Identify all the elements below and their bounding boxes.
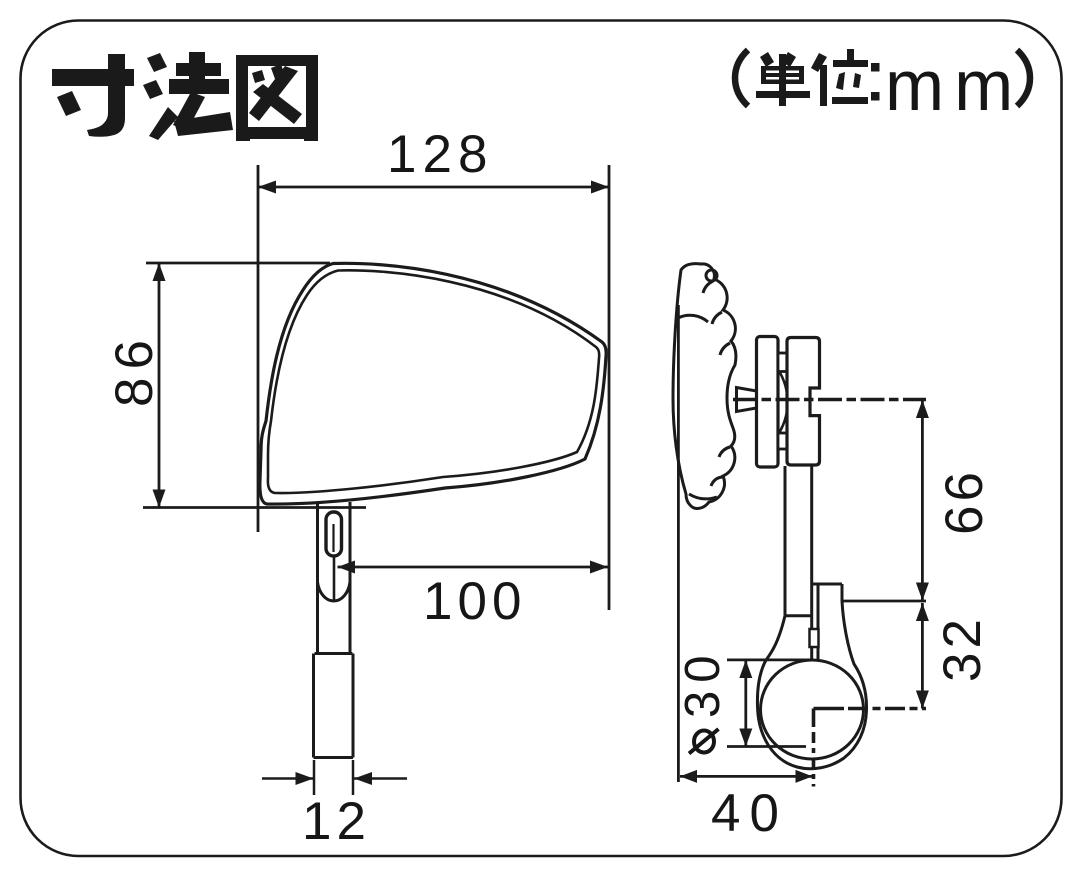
svg-text:12: 12 [302,792,371,851]
svg-text:mm: mm [885,47,1023,126]
svg-text:128: 128 [387,125,493,184]
svg-text:86: 86 [105,332,164,407]
svg-text:100: 100 [423,572,526,631]
svg-text:66: 66 [935,468,994,535]
svg-text:40: 40 [711,784,788,843]
svg-text:30: 30 [676,647,730,718]
svg-text:32: 32 [933,615,992,682]
